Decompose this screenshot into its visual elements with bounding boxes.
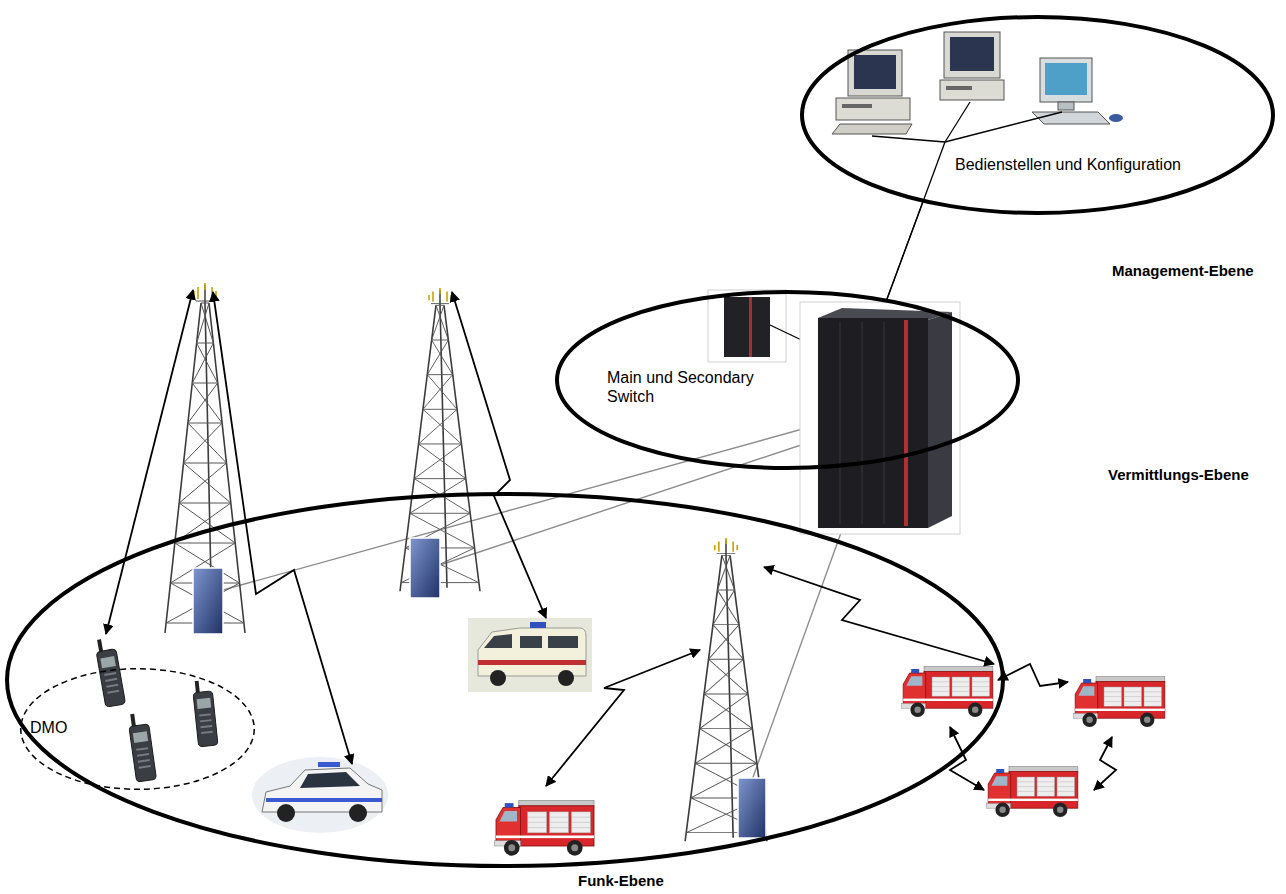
police-car-part — [266, 798, 382, 802]
layer-heading: Funk-Ebene — [578, 872, 664, 890]
ambulance-part — [558, 670, 574, 686]
fire-truck — [987, 767, 1078, 817]
radio-tower — [685, 538, 767, 841]
text-holder: Funk-Ebene — [578, 872, 778, 890]
backbone-link-part — [440, 432, 840, 565]
text-holder: Bedienstellen und Konfiguration — [955, 155, 1225, 174]
police-car-part — [300, 772, 360, 788]
layer-ellipse: DMOFunk-Ebene — [5, 492, 1005, 868]
radio-link-arrow-part — [213, 292, 352, 764]
fire-truck — [1074, 677, 1165, 727]
police-car-part — [277, 804, 295, 822]
workstation-icon — [1032, 58, 1123, 124]
workstation-icon — [832, 50, 912, 134]
fire-truck — [902, 667, 993, 717]
ambulance-part — [468, 618, 592, 692]
layer-heading: Management-Ebene — [1112, 262, 1254, 280]
radio-link-arrow-part — [1094, 737, 1116, 790]
layer-content-label: Bedienstellen und Konfiguration — [955, 155, 1181, 174]
police-car-part — [349, 804, 367, 822]
main-switch-part — [840, 322, 884, 524]
handheld-radio — [94, 637, 126, 707]
police-car-part — [262, 768, 382, 812]
fire-truck — [494, 801, 594, 856]
workstation-icon-part — [950, 37, 994, 71]
text-holder: Vermittlungs-Ebene — [1108, 466, 1286, 484]
workstation-icon-part — [946, 86, 972, 90]
workstation-icon-part — [842, 104, 872, 108]
layer-ellipse: Main und Secondary SwitchVermittlungs-Eb… — [555, 290, 1020, 470]
radio-link-arrow — [106, 290, 1116, 790]
radio-link-arrow-part — [452, 292, 546, 618]
workstation-icon — [940, 32, 1004, 100]
text-holder: Main und Secondary Switch — [607, 368, 782, 406]
workstation-icon-part — [1045, 63, 1087, 95]
police-car — [252, 757, 388, 833]
dmo-group-ellipse-border — [21, 669, 255, 790]
layer-ellipse: Bedienstellen und KonfigurationManagemen… — [800, 15, 1275, 215]
radio-tower — [165, 283, 245, 633]
radio-link-arrow-part — [106, 290, 193, 634]
workstation-icon-part — [1040, 58, 1092, 102]
secondary-switch — [708, 290, 786, 362]
main-switch-part — [800, 302, 960, 534]
ambulance-part — [530, 622, 546, 628]
ambulance-part — [484, 634, 512, 648]
workstation-icon-part — [944, 32, 1000, 78]
police-car-part — [252, 757, 388, 833]
workstation-icon-part — [848, 50, 902, 96]
text-holder: DMO — [30, 718, 150, 737]
ambulance-part — [520, 636, 542, 648]
workstation-icon-part — [832, 124, 912, 134]
management-wiring-part — [872, 136, 945, 142]
text-holder: Management-Ebene — [1112, 262, 1286, 280]
base-station-cabinet — [193, 568, 223, 634]
radio-link-arrow-part — [546, 650, 700, 786]
layer-ellipse-outline — [800, 15, 1275, 215]
workstation-icon-part — [854, 55, 896, 89]
main-switch-part — [928, 312, 952, 528]
layer-ellipse-border — [557, 292, 1018, 468]
main-switch-part — [818, 318, 928, 528]
base-station-cabinet — [738, 778, 766, 838]
main-switch — [800, 302, 960, 534]
secondary-switch-part — [724, 297, 770, 357]
handheld-radio — [192, 679, 218, 747]
backbone-link-part — [223, 420, 835, 590]
workstation-icon-part — [940, 80, 1004, 100]
dmo-group-ellipse: DMO — [20, 668, 255, 790]
police-car-part — [318, 762, 340, 767]
layer-content-label: Main und Secondary Switch — [607, 368, 782, 406]
ambulance-part — [478, 660, 586, 665]
secondary-switch-part — [749, 297, 752, 357]
layer-heading: Vermittlungs-Ebene — [1108, 466, 1249, 484]
workstation-icon-part — [1058, 102, 1074, 110]
base-station-cabinet — [410, 538, 440, 598]
layer-connector — [886, 201, 923, 301]
ambulance-part — [478, 628, 586, 676]
layer-ellipse-outline — [5, 492, 1005, 868]
ambulance-part — [490, 670, 506, 686]
layer-ellipse-border — [7, 494, 1003, 866]
workstation-icon-part — [1032, 112, 1110, 124]
handheld-radio — [127, 712, 156, 782]
management-wiring-part — [945, 112, 1062, 142]
backbone-link — [223, 420, 860, 780]
secondary-switch-part — [708, 290, 786, 362]
layer-content-label: DMO — [30, 718, 67, 737]
ambulance — [468, 618, 592, 692]
layer-ellipse-border — [802, 17, 1273, 213]
radio-link-arrow-part — [764, 567, 994, 664]
radio-link-arrow-part — [998, 664, 1068, 686]
workstation-icon-part — [836, 98, 910, 120]
ambulance-part — [548, 636, 578, 648]
workstation-icon-part — [1109, 114, 1123, 122]
main-switch-part — [904, 320, 908, 526]
management-wiring-part — [880, 142, 945, 318]
